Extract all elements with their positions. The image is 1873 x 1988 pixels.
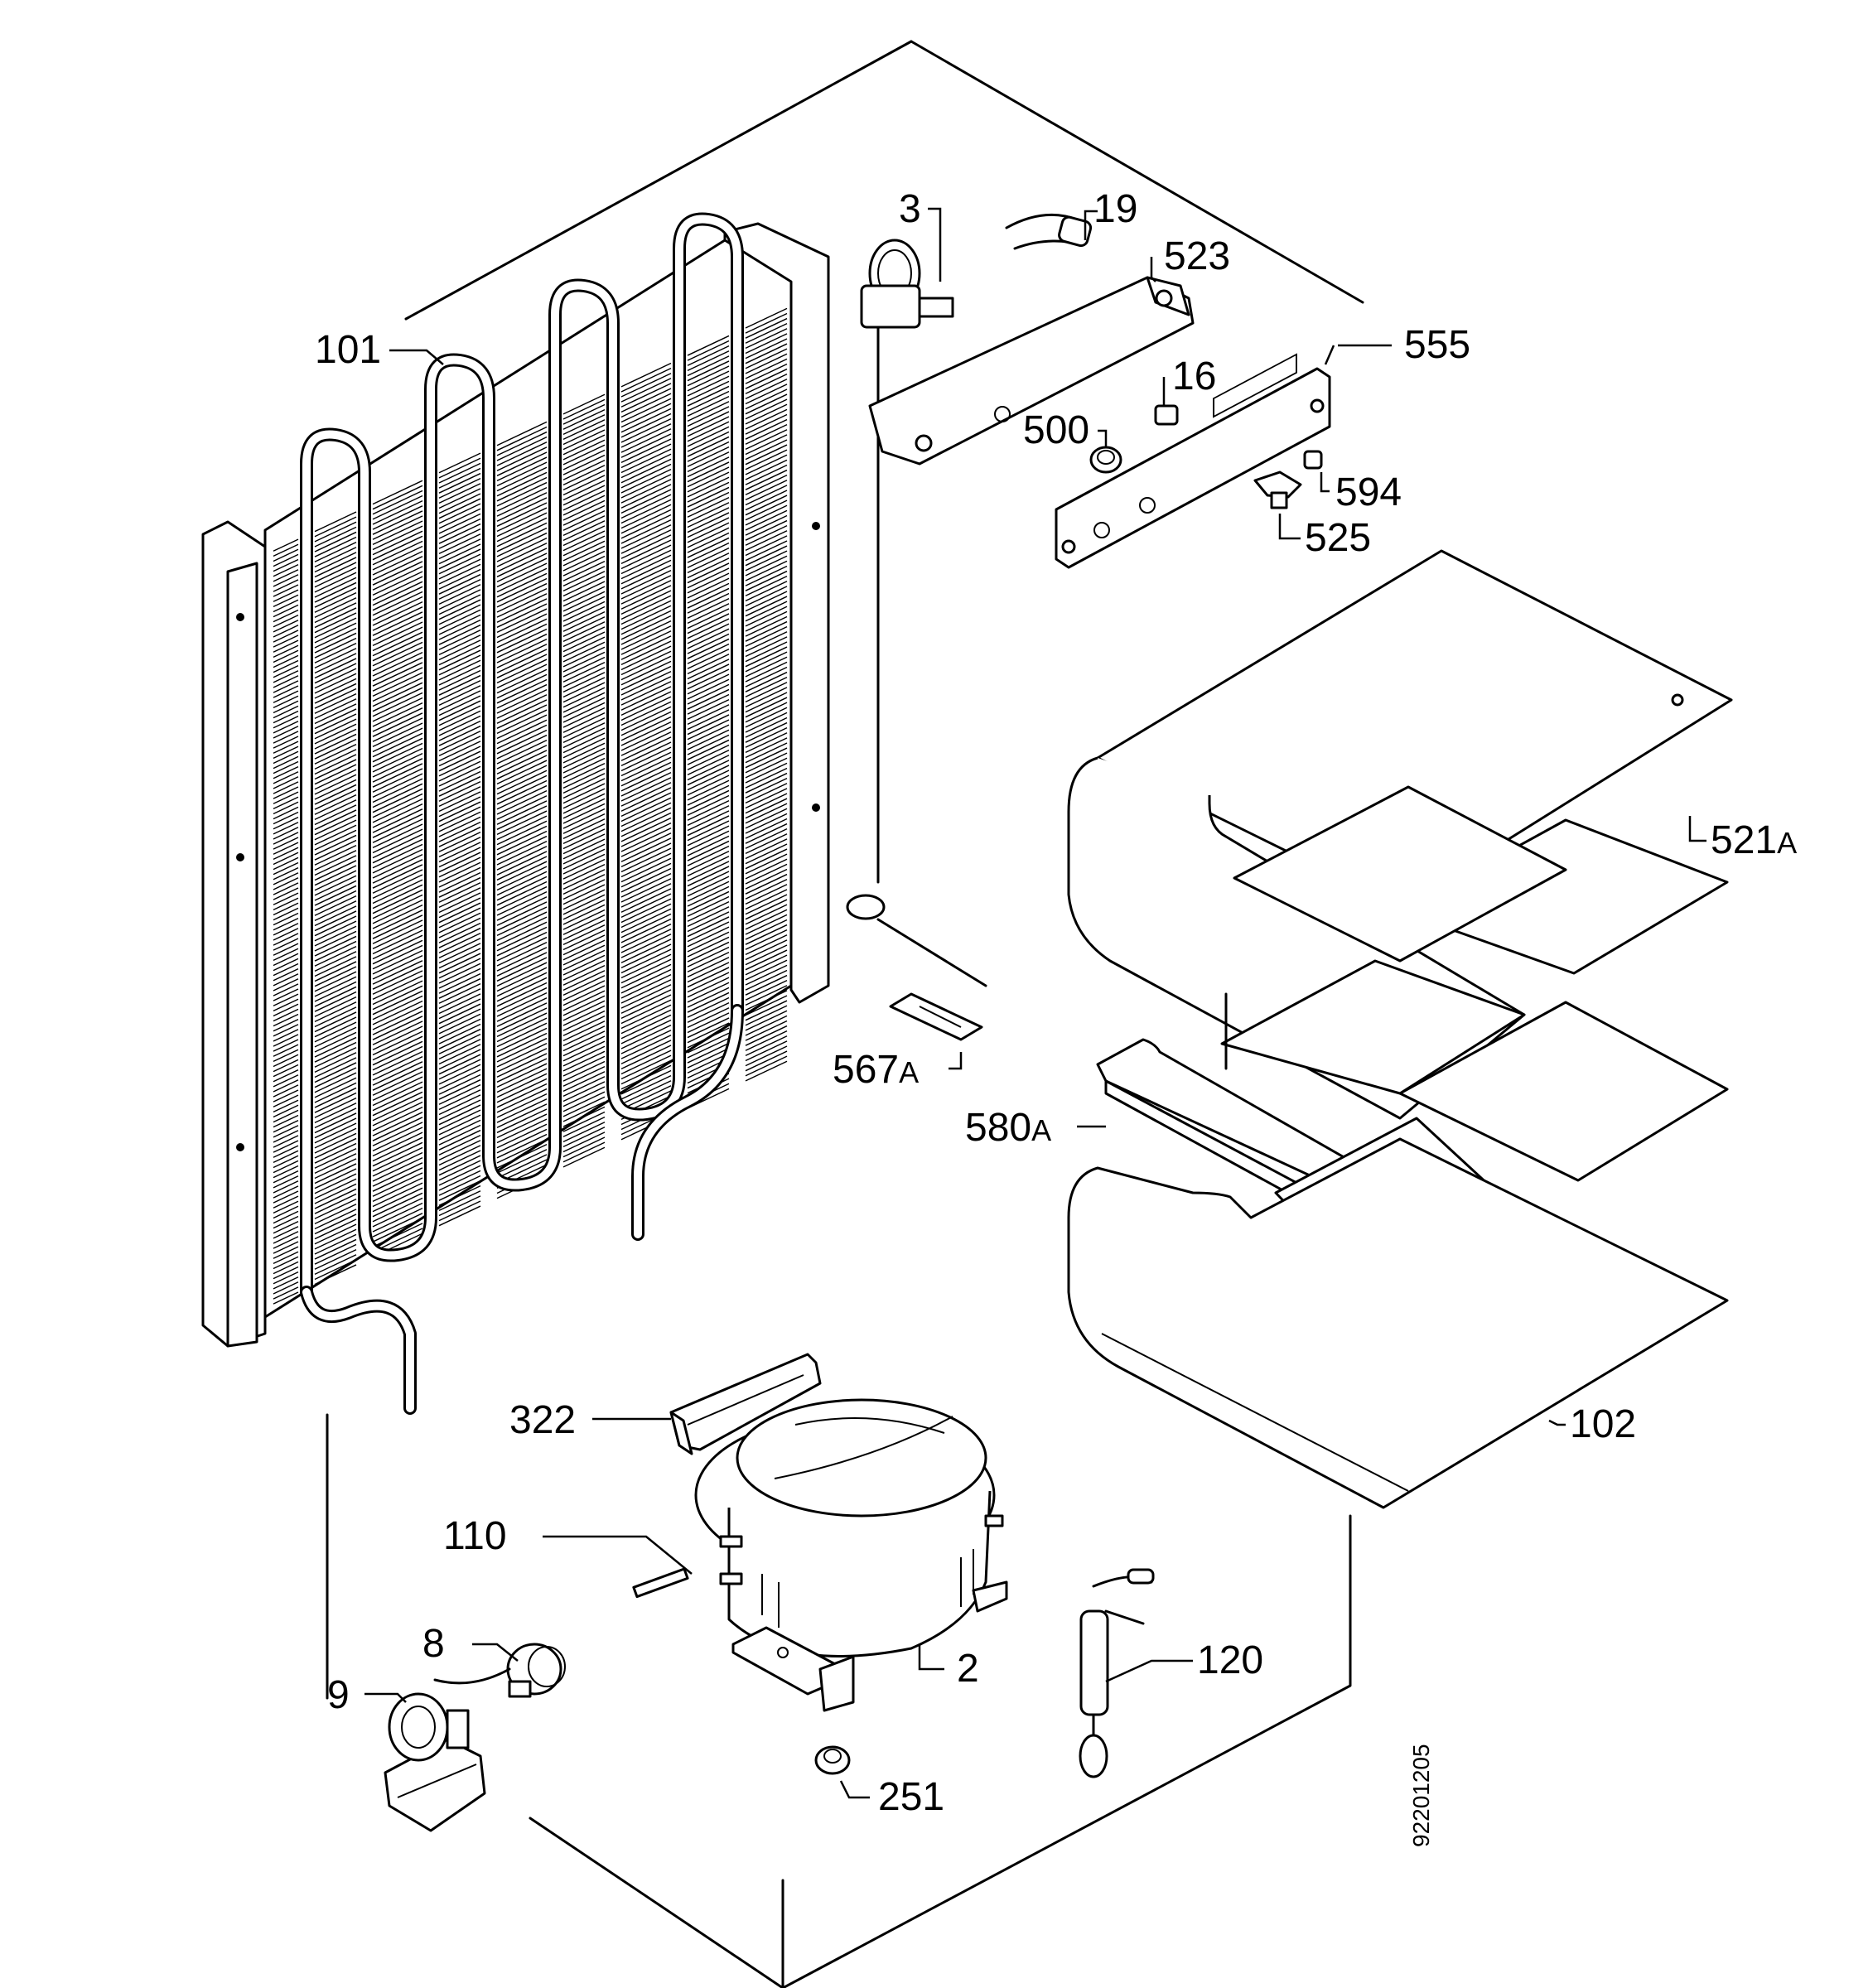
label-594: 594 xyxy=(1335,470,1402,514)
pin-110[interactable] xyxy=(632,1567,689,1599)
leader-lines xyxy=(364,207,1706,1799)
label-521a: 521A xyxy=(1711,818,1797,862)
nut-251[interactable] xyxy=(814,1745,851,1775)
label-251: 251 xyxy=(878,1775,944,1819)
label-525: 525 xyxy=(1305,516,1371,560)
drawing-number: 92201205 xyxy=(1408,1744,1434,1847)
condenser-101[interactable] xyxy=(201,212,830,1415)
label-8: 8 xyxy=(422,1622,445,1666)
label-9: 9 xyxy=(327,1673,350,1717)
label-102: 102 xyxy=(1570,1402,1636,1446)
label-580a: 580A xyxy=(965,1106,1051,1150)
knob-500[interactable] xyxy=(1089,446,1122,474)
condenser-fins xyxy=(273,307,788,1305)
label-500: 500 xyxy=(1023,408,1089,452)
label-567a: 567A xyxy=(833,1048,919,1092)
holder-567a[interactable] xyxy=(889,992,983,1041)
label-19: 19 xyxy=(1093,187,1137,231)
compressor-2[interactable] xyxy=(694,1398,1008,1712)
label-16: 16 xyxy=(1172,355,1216,398)
label-523: 523 xyxy=(1164,234,1230,278)
label-555: 555 xyxy=(1404,323,1470,367)
control-panel-555[interactable] xyxy=(1055,353,1331,569)
cabinet-outline xyxy=(326,40,1364,1988)
mounting-rail-322[interactable] xyxy=(669,1353,822,1455)
drier-120[interactable] xyxy=(1079,1568,1155,1778)
part-labels: 3 19 523 101 555 16 500 594 525 521A 567… xyxy=(315,187,1797,1847)
thermostat-3[interactable] xyxy=(846,239,987,987)
lamp-19[interactable] xyxy=(1005,213,1093,250)
starter-relay-9[interactable] xyxy=(384,1692,486,1832)
label-120: 120 xyxy=(1197,1638,1263,1682)
switch-525[interactable] xyxy=(1253,470,1302,509)
lamp-cover-594[interactable] xyxy=(1303,450,1323,470)
label-110: 110 xyxy=(443,1514,507,1558)
label-2: 2 xyxy=(957,1647,979,1691)
label-3: 3 xyxy=(899,187,921,231)
overload-relay-8[interactable] xyxy=(433,1643,566,1698)
thermostat-bracket-523[interactable] xyxy=(868,0,1195,466)
label-101: 101 xyxy=(315,328,381,372)
label-322: 322 xyxy=(509,1398,576,1442)
cabinet-liner-102[interactable] xyxy=(1067,549,1733,1509)
button-16[interactable] xyxy=(1154,404,1179,426)
